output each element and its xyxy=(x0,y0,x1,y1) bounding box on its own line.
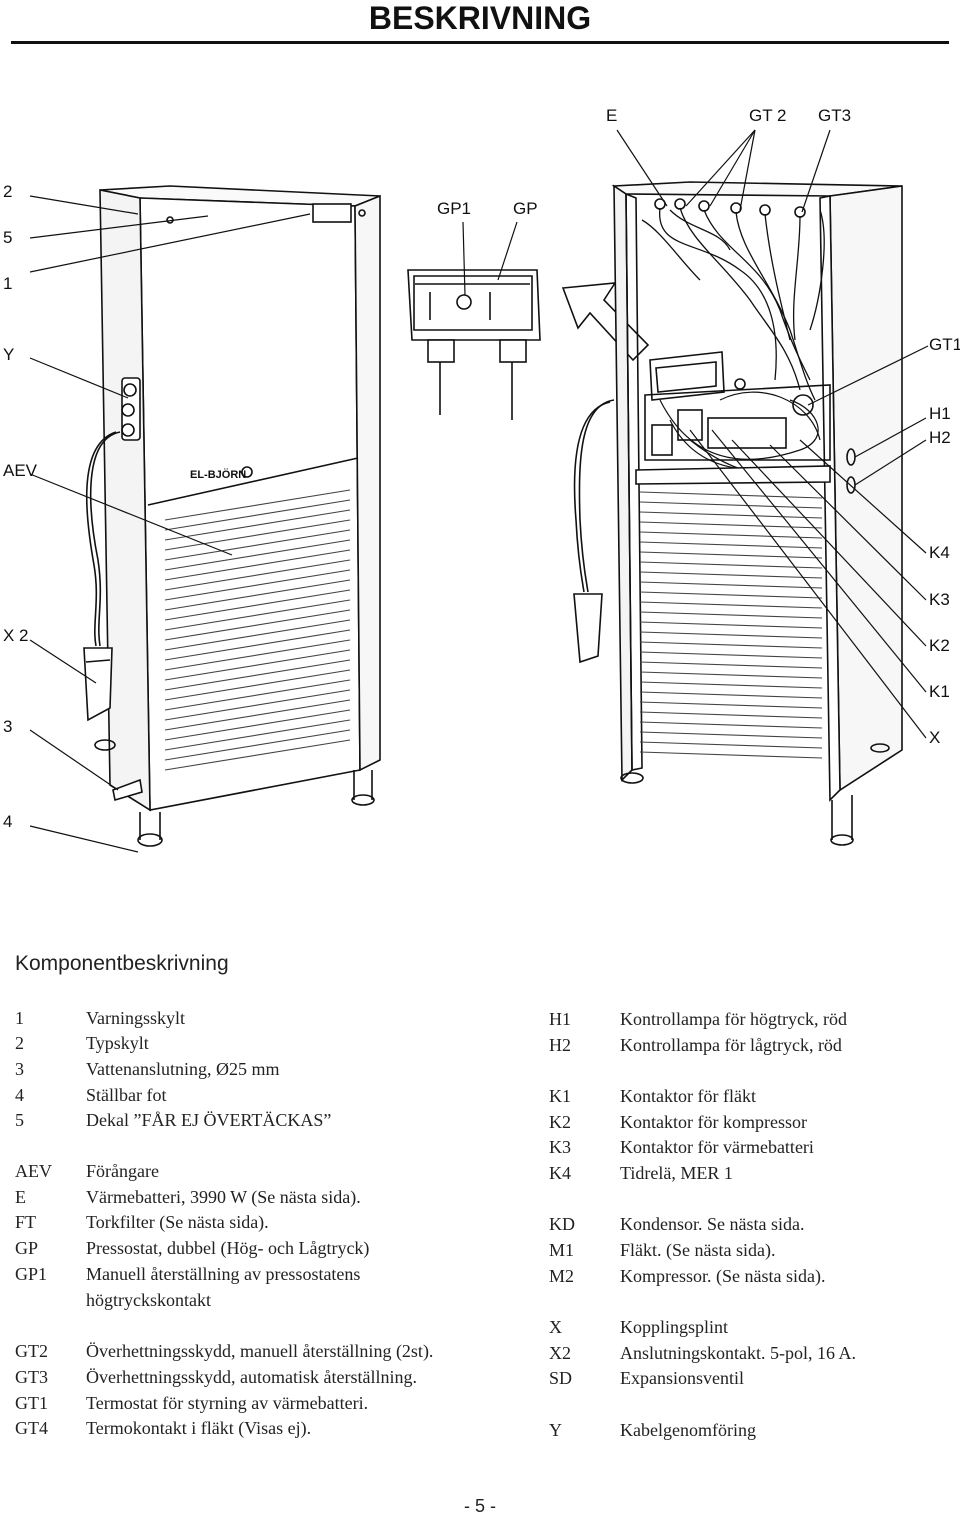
legend-text: Termostat för styrning av värmebatteri. xyxy=(86,1393,369,1413)
legend-text: Anslutningskontakt. 5-pol, 16 A. xyxy=(620,1343,857,1363)
section-heading: Komponentbeskrivning xyxy=(15,952,229,975)
legend-code: SD xyxy=(549,1368,573,1388)
legend-code: Y xyxy=(549,1420,562,1440)
legend-code: K4 xyxy=(549,1163,571,1183)
callout-4: 4 xyxy=(3,812,13,831)
closed-cabinet: EL-BJÖRN xyxy=(83,185,381,847)
callout-5: 5 xyxy=(3,228,13,247)
legend-code: GP xyxy=(15,1238,39,1258)
pressostat-unit xyxy=(407,269,541,420)
legend-text: Kontrollampa för högtryck, röd xyxy=(620,1009,847,1029)
legend-text: Varningsskylt xyxy=(86,1008,185,1028)
legend-code: E xyxy=(15,1187,26,1207)
legend-text: Dekal ”FÅR EJ ÖVERTÄCKAS” xyxy=(86,1110,332,1130)
legend-code: GT4 xyxy=(15,1418,48,1438)
legend-text: Överhettningsskydd, automatisk återställ… xyxy=(86,1367,417,1387)
callout-x: X xyxy=(929,728,941,747)
legend-text: Termokontakt i fläkt (Visas ej). xyxy=(86,1418,312,1438)
legend-text: Kontaktor för värmebatteri xyxy=(620,1137,814,1157)
legend-text: Typskylt xyxy=(86,1033,149,1053)
legend-left: 1 Varningsskylt 2 Typskylt 3 Vattenanslutni… xyxy=(15,1007,535,1438)
legend-code: X2 xyxy=(549,1343,571,1363)
legend-code: K2 xyxy=(549,1112,571,1132)
callout-k3: K3 xyxy=(929,590,950,609)
legend-code: K1 xyxy=(549,1086,571,1106)
callout-h2: H2 xyxy=(929,428,951,447)
legend-text: Kontrollampa för lågtryck, röd xyxy=(620,1035,842,1055)
legend-text: Manuell återställning av pressostatens xyxy=(86,1264,361,1284)
page-title: BESKRIVNING xyxy=(368,0,592,36)
legend-text: Förångare xyxy=(86,1161,159,1181)
header-rule xyxy=(11,41,949,44)
legend-code: GT1 xyxy=(15,1393,48,1413)
callout-k4: K4 xyxy=(929,543,950,562)
legend-code: H2 xyxy=(549,1035,571,1055)
callout-e: E xyxy=(606,106,618,125)
legend-code: 3 xyxy=(15,1059,24,1079)
legend-code: X xyxy=(549,1317,562,1337)
legend-code: 4 xyxy=(15,1085,24,1105)
legend-code: GT3 xyxy=(15,1367,48,1387)
legend-code: GT2 xyxy=(15,1341,48,1361)
legend-text: Kontaktor för fläkt xyxy=(620,1086,756,1106)
callout-x2: X 2 xyxy=(3,626,29,645)
legend-code: FT xyxy=(15,1212,37,1232)
callout-gt1: GT1 xyxy=(929,335,960,354)
callout-gt2: GT 2 xyxy=(749,106,787,125)
legend-text: Fläkt. (Se nästa sida). xyxy=(620,1240,776,1260)
callout-h1: H1 xyxy=(929,404,951,423)
legend-text: högtryckskontakt xyxy=(86,1290,211,1310)
unit-illustration: EL-BJÖRN xyxy=(29,129,929,853)
legend-code: KD xyxy=(549,1214,575,1234)
legend-code: 2 xyxy=(15,1033,24,1053)
legend-code: 1 xyxy=(15,1008,24,1028)
callout-y: Y xyxy=(3,345,15,364)
legend-text: Kopplingsplint xyxy=(620,1317,729,1337)
callout-2: 2 xyxy=(3,182,13,201)
callout-k2: K2 xyxy=(929,636,950,655)
legend-text: Vattenanslutning, Ø25 mm xyxy=(86,1059,280,1079)
open-cabinet xyxy=(573,181,903,846)
legend-text: Expansionsventil xyxy=(620,1368,744,1388)
callout-gp: GP xyxy=(513,199,538,218)
legend-code: AEV xyxy=(15,1161,52,1181)
legend-code: H1 xyxy=(549,1009,571,1029)
legend-right: H1 Kontrollampa för högtryck, röd H2 Kontr… xyxy=(549,1008,949,1440)
legend-text: Värmebatteri, 3990 W (Se nästa sida). xyxy=(86,1187,361,1207)
legend-code: GP1 xyxy=(15,1264,48,1284)
legend-code: K3 xyxy=(549,1137,571,1157)
callout-k1: K1 xyxy=(929,682,950,701)
legend-code: M1 xyxy=(549,1240,575,1260)
legend-text: Kompressor. (Se nästa sida). xyxy=(620,1266,826,1286)
legend-text: Kondensor. Se nästa sida. xyxy=(620,1214,805,1234)
legend-code: 5 xyxy=(15,1110,24,1130)
legend-text: Pressostat, dubbel (Hög- och Lågtryck) xyxy=(86,1238,370,1258)
legend-text: Ställbar fot xyxy=(86,1085,167,1105)
legend-text: Överhettningsskydd, manuell återställnin… xyxy=(86,1341,434,1361)
legend-text: Torkfilter (Se nästa sida). xyxy=(86,1212,269,1232)
callout-1: 1 xyxy=(3,274,13,293)
page-number: - 5 - xyxy=(463,1496,496,1516)
callout-aev: AEV xyxy=(3,461,38,480)
legend-text: Tidrelä, MER 1 xyxy=(620,1163,733,1183)
legend-text: Kabelgenomföring xyxy=(620,1420,756,1440)
brand-text: EL-BJÖRN xyxy=(190,468,246,481)
callout-gp1: GP1 xyxy=(437,199,472,218)
callout-gt3: GT3 xyxy=(818,106,852,125)
legend-code: M2 xyxy=(549,1266,575,1286)
legend-text: Kontaktor för kompressor xyxy=(620,1112,807,1132)
callout-3: 3 xyxy=(3,717,13,736)
